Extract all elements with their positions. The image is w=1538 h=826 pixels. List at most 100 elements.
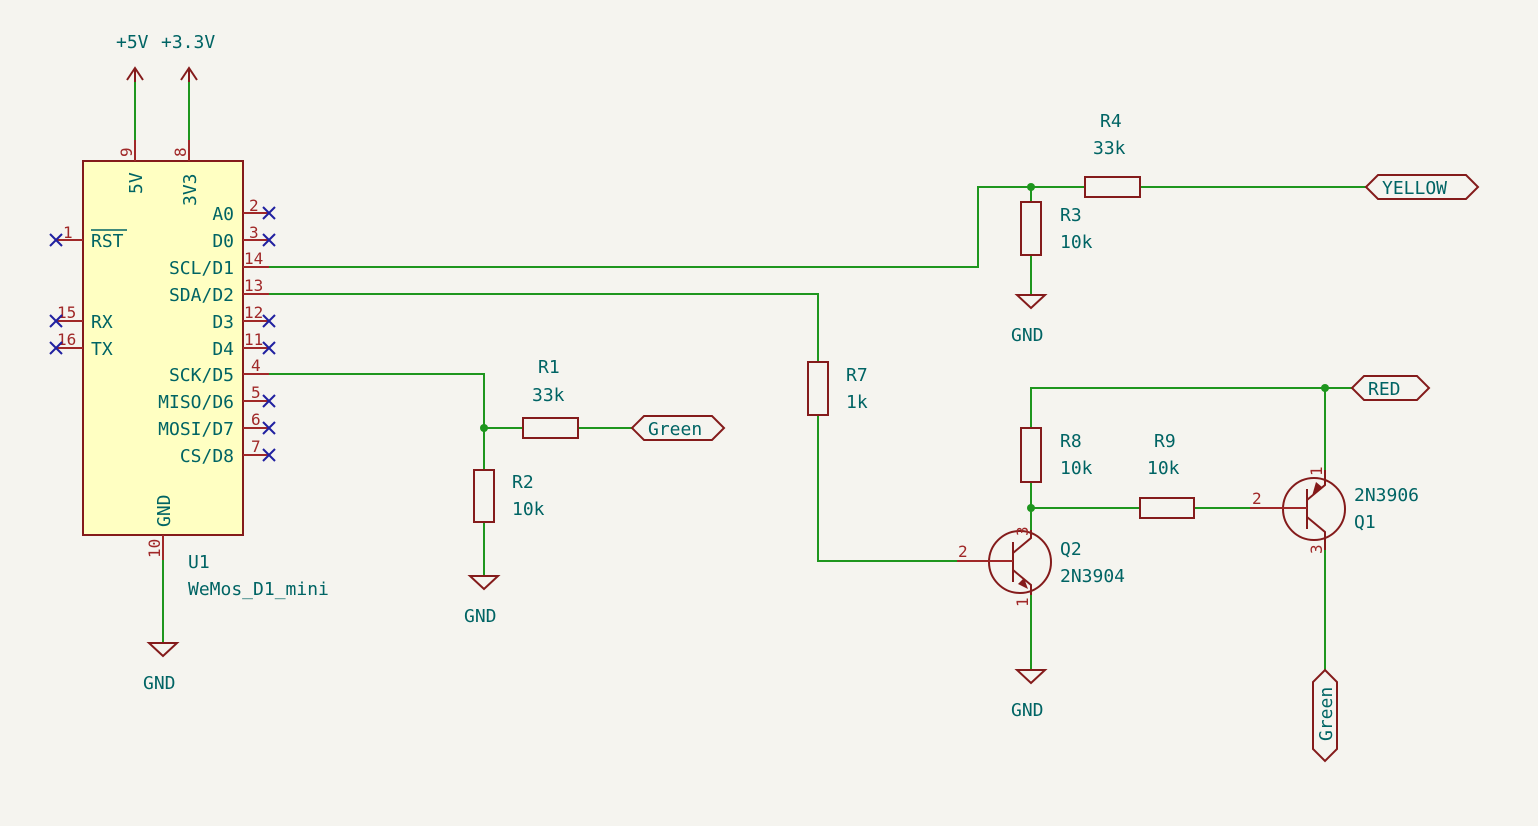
r8-reference: R8 — [1060, 431, 1082, 452]
q2-pin-2-number: 2 — [958, 542, 968, 561]
junction-dot — [480, 424, 488, 432]
u1-pin-scl-d1-name: SCL/D1 — [169, 258, 234, 279]
nc-x-icon — [49, 233, 63, 247]
no-connect-markers — [49, 206, 276, 462]
u1-pin-miso-d6-name: MISO/D6 — [158, 392, 234, 413]
q1-pin-1-number: 1 — [1307, 466, 1326, 476]
u1-pin-mosi-d7-name: MOSI/D7 — [158, 419, 234, 440]
u1-pin-14-number: 14 — [244, 249, 263, 268]
u1-pin-sck-d5-name: SCK/D5 — [169, 365, 234, 386]
u1-value: WeMos_D1_mini — [188, 579, 329, 600]
junction-dot — [1027, 504, 1035, 512]
q2-gnd-symbol: GND — [1011, 669, 1048, 721]
u1-pin-3v3-name: 3V3 — [180, 173, 201, 206]
resistor-r7[interactable]: R7 1k — [807, 361, 868, 416]
r1-value: 33k — [532, 385, 565, 406]
r9-value: 10k — [1147, 458, 1180, 479]
u1-pin-11-number: 11 — [244, 330, 263, 349]
u1-pin-a0-name: A0 — [212, 204, 234, 225]
q1-value: 2N3906 — [1354, 485, 1419, 506]
nc-x-icon — [262, 314, 276, 328]
r2-reference: R2 — [512, 472, 534, 493]
nc-x-icon — [262, 233, 276, 247]
u1-pin-rx-name: RX — [91, 312, 113, 333]
u1-pin-5v-name: 5V — [126, 172, 147, 194]
u1-pin-10-number: 10 — [145, 539, 164, 558]
net-label-red-text: RED — [1368, 379, 1401, 400]
u1-pin-12-number: 12 — [244, 303, 263, 322]
u1-pin-6-number: 6 — [251, 410, 261, 429]
u1-pin-rst-name: RST — [91, 231, 124, 252]
r9-reference: R9 — [1154, 431, 1176, 452]
r2-gnd-symbol: GND — [464, 575, 501, 627]
r3-gnd-label: GND — [1011, 325, 1044, 346]
u1-pin-d3-name: D3 — [212, 312, 234, 333]
resistor-r1[interactable]: R1 33k — [522, 357, 579, 439]
u1-pin-16-number: 16 — [57, 330, 76, 349]
u1-pin-1-number: 1 — [63, 223, 73, 242]
net-label-green-bottom-text: Green — [1316, 687, 1337, 741]
r7-reference: R7 — [846, 365, 868, 386]
net-label-yellow[interactable]: YELLOW — [1364, 174, 1480, 200]
net-label-red[interactable]: RED — [1350, 375, 1431, 401]
r3-value: 10k — [1060, 232, 1093, 253]
power-3v3-label: +3.3V — [161, 32, 215, 53]
resistor-r2[interactable]: R2 10k — [473, 469, 545, 523]
power-5v-symbol: +5V — [116, 32, 149, 140]
junction-dot — [1321, 384, 1329, 392]
r2-gnd-label: GND — [464, 606, 497, 627]
u1-pin-2-number: 2 — [249, 196, 259, 215]
u1-gnd-symbol: GND — [143, 642, 180, 694]
transistor-q2[interactable]: 2 3 1 Q2 2N3904 — [957, 526, 1125, 607]
r3-reference: R3 — [1060, 205, 1082, 226]
resistor-r3[interactable]: R3 10k — [1020, 201, 1093, 256]
nc-x-icon — [262, 421, 276, 435]
u1-pin-d4-name: D4 — [212, 339, 234, 360]
r7-value: 1k — [846, 392, 868, 413]
r3-gnd-symbol: GND — [1011, 294, 1048, 346]
u1-wemos-module[interactable]: 9 8 5V 3V3 10 GND 1 15 16 RST RX TX 2 3 … — [57, 140, 329, 600]
net-label-yellow-text: YELLOW — [1382, 178, 1447, 199]
nc-x-icon — [262, 206, 276, 220]
u1-pin-cs-d8-name: CS/D8 — [180, 446, 234, 467]
u1-pin-15-number: 15 — [57, 303, 76, 322]
q2-pin-1-number: 1 — [1013, 597, 1032, 607]
u1-pin-3-number: 3 — [249, 223, 259, 242]
u1-reference: U1 — [188, 552, 210, 573]
nc-x-icon — [49, 314, 63, 328]
resistor-r9[interactable]: R9 10k — [1139, 431, 1195, 519]
r1-reference: R1 — [538, 357, 560, 378]
u1-gnd-label: GND — [143, 673, 176, 694]
q1-pin-2-number: 2 — [1252, 489, 1262, 508]
r2-value: 10k — [512, 499, 545, 520]
transistor-q1[interactable]: 2 1 3 2N3906 Q1 — [1250, 466, 1419, 554]
resistor-r4[interactable]: R4 33k — [1084, 111, 1141, 198]
nc-x-icon — [262, 448, 276, 462]
net-label-green-left-text: Green — [648, 419, 702, 440]
nc-x-icon — [49, 341, 63, 355]
junction-dot — [1027, 183, 1035, 191]
wire-sck — [269, 373, 485, 470]
u1-pin-4-number: 4 — [251, 356, 261, 375]
q1-pin-3-number: 3 — [1307, 544, 1326, 554]
u1-pin-8-number: 8 — [171, 147, 190, 157]
q1-reference: Q1 — [1354, 512, 1376, 533]
u1-pin-tx-name: TX — [91, 339, 113, 360]
u1-pin-sda-d2-name: SDA/D2 — [169, 285, 234, 306]
u1-pin-gnd-name: GND — [154, 494, 175, 527]
resistor-r8[interactable]: R8 10k — [1020, 427, 1093, 483]
q2-gnd-label: GND — [1011, 700, 1044, 721]
power-5v-label: +5V — [116, 32, 149, 53]
wire-scl — [269, 186, 1085, 268]
nc-x-icon — [262, 341, 276, 355]
u1-pin-13-number: 13 — [244, 276, 263, 295]
r4-reference: R4 — [1100, 111, 1122, 132]
wire-sda — [269, 293, 819, 362]
u1-pin-7-number: 7 — [251, 437, 261, 456]
u1-pin-9-number: 9 — [117, 147, 136, 157]
u1-pin-d0-name: D0 — [212, 231, 234, 252]
r4-value: 33k — [1093, 138, 1126, 159]
net-label-green-left[interactable]: Green — [630, 415, 726, 441]
net-label-green-bottom[interactable]: Green — [1312, 668, 1338, 763]
